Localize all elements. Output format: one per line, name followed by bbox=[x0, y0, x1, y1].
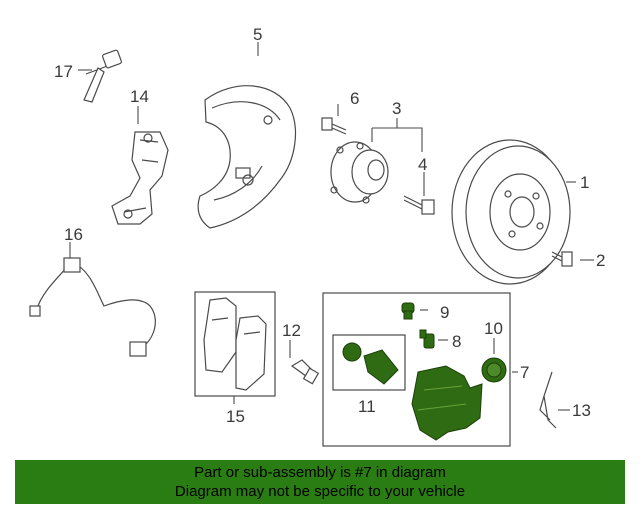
part-3-hub-bearing[interactable] bbox=[330, 141, 389, 204]
callout-11: 11 bbox=[358, 397, 376, 416]
callout-17: 17 bbox=[54, 62, 73, 81]
part-12-guide-pin[interactable] bbox=[290, 359, 320, 385]
callout-3: 3 bbox=[392, 99, 401, 118]
callout-7: 7 bbox=[520, 363, 529, 382]
part-5-splash-shield[interactable] bbox=[197, 85, 297, 229]
callout-9: 9 bbox=[440, 303, 449, 322]
part-10-piston-seal[interactable] bbox=[481, 357, 507, 383]
parts-diagram: 17 14 5 6 3 4 1 2 16 12 15 9 8 10 7 11 1… bbox=[29, 25, 605, 447]
callout-16: 16 bbox=[64, 225, 83, 244]
part-11-pin-boot[interactable] bbox=[342, 342, 399, 385]
callout-10: 10 bbox=[484, 319, 503, 338]
callout-5: 5 bbox=[253, 25, 262, 44]
part-6-bolt[interactable] bbox=[321, 117, 347, 135]
part-2-screw[interactable] bbox=[551, 251, 573, 267]
banner-line-1: Part or sub-assembly is #7 in diagram bbox=[194, 464, 446, 481]
part-4-hub-bolt[interactable] bbox=[403, 195, 435, 215]
pads-group-box bbox=[194, 291, 276, 397]
caliper-group-box bbox=[322, 292, 511, 447]
banner-line-2: Diagram may not be specific to your vehi… bbox=[174, 483, 466, 500]
part-7-brake-caliper[interactable] bbox=[411, 365, 483, 441]
leader-lines bbox=[69, 42, 594, 411]
part-15-brake-pads[interactable] bbox=[203, 297, 267, 391]
callout-2: 2 bbox=[596, 251, 605, 270]
part-16-abs-harness[interactable] bbox=[29, 257, 156, 357]
part-1-brake-rotor[interactable] bbox=[451, 139, 571, 285]
part-14-caliper-bracket[interactable] bbox=[111, 131, 169, 225]
callout-4: 4 bbox=[418, 155, 427, 174]
callout-1: 1 bbox=[580, 173, 589, 192]
callout-6: 6 bbox=[350, 89, 359, 108]
callout-13: 13 bbox=[572, 401, 591, 420]
callout-8: 8 bbox=[452, 332, 461, 351]
callout-15: 15 bbox=[226, 407, 245, 426]
part-13-clip[interactable] bbox=[539, 371, 557, 429]
info-banner: Part or sub-assembly is #7 in diagram Di… bbox=[15, 460, 625, 504]
pin-kit-box bbox=[332, 334, 406, 391]
callout-14: 14 bbox=[130, 87, 149, 106]
callout-12: 12 bbox=[282, 321, 301, 340]
part-17-sensor[interactable] bbox=[83, 49, 122, 103]
part-8-bleeder-screw[interactable] bbox=[419, 329, 435, 349]
part-9-bleeder-cap[interactable] bbox=[401, 302, 415, 320]
